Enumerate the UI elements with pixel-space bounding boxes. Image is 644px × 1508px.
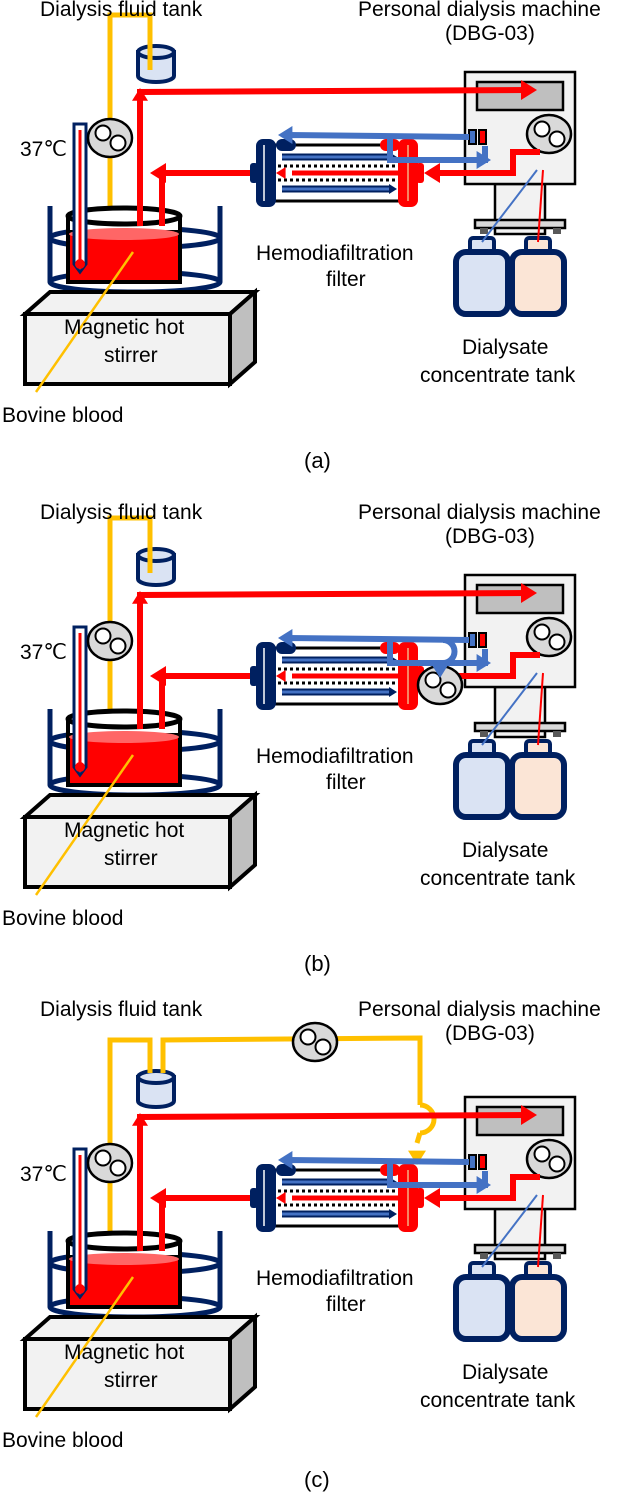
dialysate-line-in [387,139,488,163]
machine-pump-icon [525,113,573,155]
filter-outlet-cap [256,139,276,207]
dialysis-machine-model-label: (DBG-03) [445,525,535,548]
stirrer-label-line2: stirrer [104,1369,158,1392]
concentrate-line-b [537,169,544,243]
dialysis-machine-label: Personal dialysis machine [358,501,601,524]
concentrate-line-b [537,672,544,746]
blood-leader-line [34,251,135,393]
dialysate-port-icon [468,632,477,648]
panel-c: Dialysis fluid tank Personal dialysis mac… [0,998,644,1505]
blood-port-icon [478,1154,487,1170]
magnetic-stirrer-icon [19,1312,261,1414]
concentrate-line-a [481,1194,538,1268]
blood-port-icon [478,129,487,145]
panel-diagram [19,515,577,896]
blood-pump-icon [86,620,134,662]
hemodiafiltration-filter-icon [250,1164,424,1232]
temperature-label: 37℃ [20,1163,67,1186]
substitution-arrow [430,662,450,678]
dialysate-port-icon [468,1154,477,1170]
concentrate-line-a [481,672,538,746]
dialysis-fluid-tank-label: Dialysis fluid tank [40,0,203,21]
dialysate-line-in [387,1164,488,1188]
blood-line-to-filter [438,652,540,679]
stirrer-label: Magnetic hot [64,819,185,842]
filter-label: Hemodiafiltration [256,242,414,265]
stirrer-label-line2: stirrer [104,847,158,870]
dialysate-crossover [442,637,458,666]
magnetic-stirrer-icon [19,287,261,389]
stirrer-label: Magnetic hot [64,316,185,339]
stirrer-label-line2: stirrer [104,344,158,367]
panel-a: Dialysis fluid tank Personal dialysis mac… [0,0,644,500]
magnetic-stirrer-icon [19,790,261,892]
panel-caption: (b) [304,951,331,976]
dialysis-fluid-tank-label: Dialysis fluid tank [40,998,203,1021]
fluid-arrow-to-filter [408,1150,426,1165]
concentrate-tank-label-line2: concentrate tank [420,867,576,890]
dialysis-machine-label: Personal dialysis machine [358,998,601,1021]
filter-outlet-cap [256,1164,276,1232]
dialysis-fluid-tank-label: Dialysis fluid tank [40,501,203,524]
concentrate-line-b [537,1194,544,1268]
hemodiafiltration-filter-icon [250,139,424,207]
machine-pump-icon [525,1138,573,1180]
dialysate-line-out [285,1156,470,1166]
fluid-pump-icon [291,1021,339,1063]
filter-label: Hemodiafiltration [256,745,414,768]
concentrate-tank-label: Dialysate [462,1361,549,1384]
blood-line-to-filter [438,149,540,176]
thermometer-icon [72,625,88,778]
concentrate-bottle-a-icon [453,236,511,317]
concentrate-bottle-b-icon [509,739,567,820]
concentrate-tank-label-line2: concentrate tank [420,364,576,387]
dialysis-machine-model-label: (DBG-03) [445,22,535,45]
temperature-label: 37℃ [20,138,67,161]
fluid-line-return [160,1035,423,1105]
concentrate-tank-label: Dialysate [462,839,549,862]
panel-diagram [19,1021,577,1418]
hemodiafiltration-filter-icon [250,642,424,710]
machine-pump-icon [525,616,573,658]
concentrate-bottle-a-icon [453,739,511,820]
filter-label-line2: filter [326,771,366,794]
filter-label-line2: filter [326,1293,366,1316]
dialysate-line-out [285,131,470,141]
concentrate-bottle-b-icon [509,236,567,317]
bovine-blood-label: Bovine blood [2,404,124,427]
thermometer-icon [72,122,88,275]
thermometer-icon [72,1147,88,1300]
concentrate-bottle-b-icon [509,1261,567,1342]
blood-leader-line [34,754,135,896]
fluid-line-crossover [419,1102,437,1136]
blood-pump-icon [86,1142,134,1184]
blood-line-to-filter [438,1174,540,1201]
dialysis-fluid-tank-icon [136,1069,176,1109]
bovine-blood-label: Bovine blood [2,907,124,930]
blood-pump-icon [86,117,134,159]
blood-beaker-icon [65,708,183,787]
dialysis-fluid-tank-icon [136,44,176,84]
filter-label-line2: filter [326,268,366,291]
bovine-blood-label: Bovine blood [2,1429,124,1452]
dialysis-machine-model-label: (DBG-03) [445,1022,535,1045]
concentrate-tank-label-line2: concentrate tank [420,1389,576,1412]
dialysate-port-icon [468,129,477,145]
temperature-label: 37℃ [20,641,67,664]
panel-caption: (a) [304,448,331,473]
dialysis-machine-label: Personal dialysis machine [358,0,601,21]
panel-diagram [19,12,577,393]
panel-caption: (c) [304,1467,330,1492]
dialysate-line-out [285,634,470,644]
concentrate-bottle-a-icon [453,1261,511,1342]
blood-leader-line [34,1276,135,1418]
blood-port-icon [478,632,487,648]
panel-b: Dialysis fluid tank Personal dialysis mac… [0,501,644,1003]
filter-outlet-cap [256,642,276,710]
stirrer-label: Magnetic hot [64,1341,185,1364]
dialysis-fluid-tank-icon [136,547,176,587]
concentrate-tank-label: Dialysate [462,336,549,359]
filter-label: Hemodiafiltration [256,1267,414,1290]
concentrate-line-a [481,169,538,243]
